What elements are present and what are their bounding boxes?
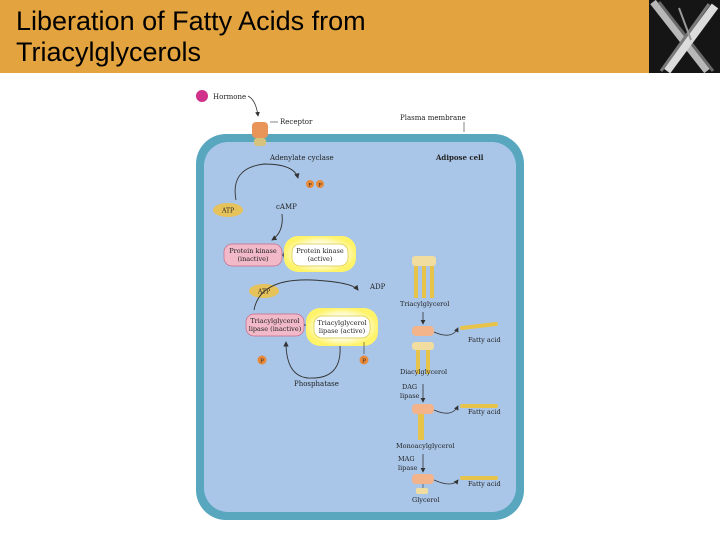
pk-inactive-line1: Protein kinase	[229, 247, 277, 255]
tag-chain-2	[422, 266, 426, 298]
hormone-label: Hormone	[213, 93, 246, 101]
receptor-shape	[252, 122, 268, 138]
lipolysis-diagram: Hormone Receptor Plasma membrane Adipose…	[190, 84, 530, 524]
dag-lipase-line2: lipase	[400, 392, 420, 400]
lipolysis-diagram-svg: Hormone Receptor Plasma membrane Adipose…	[196, 90, 524, 520]
pp-right-label: P	[318, 183, 322, 189]
hormone-molecule	[196, 90, 208, 102]
dag-lipase-line1: DAG	[402, 383, 417, 391]
camp-label: cAMP	[276, 203, 297, 211]
adp-label: ADP	[369, 283, 386, 291]
dag-chain-2	[426, 350, 430, 374]
tag-chain-1	[414, 266, 418, 298]
mag-lipase-shape	[412, 474, 434, 484]
tl-enzyme-shape	[412, 326, 434, 336]
diacylglycerol-label: Diacylglycerol	[400, 368, 447, 376]
fatty-acid-1-label: Fatty acid	[468, 336, 501, 344]
pp-left	[306, 180, 314, 188]
tl-inactive-line1: Triacylglycerol	[250, 317, 299, 325]
dag-chain-1	[416, 350, 420, 374]
tl-active-line1: Triacylglycerol	[317, 319, 366, 327]
atp-to-camp-arrow	[234, 163, 300, 201]
phosphate-left-label: P	[260, 359, 264, 365]
pk-inactive-line2: (inactive)	[237, 255, 269, 263]
dag-lipase-shape	[412, 404, 434, 414]
phosphate-right	[359, 355, 369, 365]
atp-1-label: ATP	[221, 208, 234, 215]
phosphate-left	[257, 355, 267, 365]
hormone-arrow	[247, 95, 260, 117]
adenylate-cyclase-shape	[254, 138, 266, 146]
receptor-label: Receptor	[280, 118, 313, 126]
mag-chain	[418, 414, 424, 440]
adenylate-cyclase-label: Adenylate cyclase	[269, 154, 334, 162]
fatty-acid-2-arrow	[433, 405, 459, 414]
fatty-acid-1-arrow	[433, 327, 459, 336]
slide-title: Liberation of Fatty Acids from Triacylgl…	[16, 6, 366, 67]
pp-left-label: P	[308, 183, 312, 189]
camp-arrow	[271, 213, 283, 241]
fatty-acid-3-label: Fatty acid	[468, 480, 501, 488]
pp-right	[316, 180, 324, 188]
phosphatase-label: Phosphatase	[294, 380, 339, 388]
pk-active-line1: Protein kinase	[296, 247, 344, 255]
glycerol-label: Glycerol	[412, 496, 440, 504]
triacylglycerol-label: Triacylglycerol	[400, 300, 449, 308]
phosphate-right-label: P	[362, 359, 366, 365]
tl-inactive-line2: lipase (inactive)	[249, 325, 302, 333]
title-bar: Liberation of Fatty Acids from Triacylgl…	[0, 0, 720, 73]
phosphatase-arrow	[283, 341, 341, 379]
fatty-acid-2-label: Fatty acid	[468, 408, 501, 416]
pk-active-line2: (active)	[308, 255, 333, 263]
atp-2-shape	[249, 284, 279, 298]
crossed-rods-icon	[649, 0, 720, 73]
adipose-cell-label: Adipose cell	[435, 153, 484, 162]
atp-to-adp-arrow	[253, 279, 359, 311]
glycerol-shape	[416, 488, 428, 494]
fatty-acid-3-arrow	[433, 479, 459, 485]
mag-lipase-line1: MAG	[398, 455, 415, 463]
dag-head	[412, 342, 434, 350]
tag-head	[412, 256, 436, 266]
atp-1-shape	[213, 203, 243, 217]
tl-active-box	[313, 315, 371, 339]
logo-image	[649, 0, 720, 73]
fatty-acid-1-shape	[460, 322, 498, 330]
tl-active-line2: lipase (active)	[319, 327, 366, 335]
mag-lipase-line2: lipase	[398, 464, 418, 472]
protein-kinase-active-box	[291, 243, 349, 267]
monoacylglycerol-label: Monoacylglycerol	[396, 442, 454, 450]
plasma-membrane-label: Plasma membrane	[400, 114, 466, 122]
tag-chain-3	[430, 266, 434, 298]
